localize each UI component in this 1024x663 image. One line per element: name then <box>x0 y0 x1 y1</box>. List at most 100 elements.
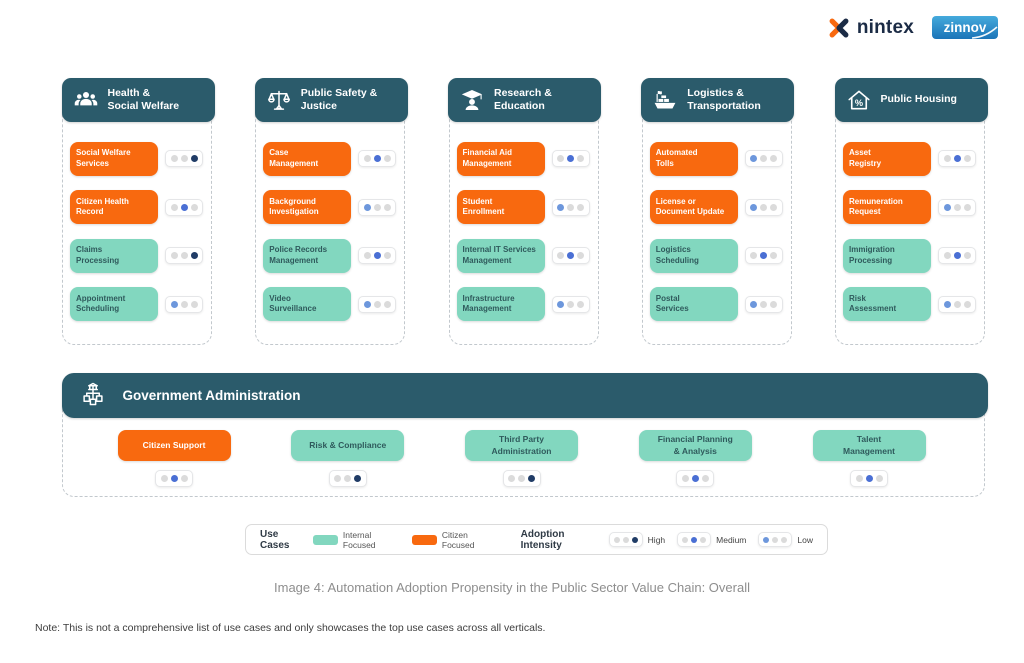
use-case-row: Student Enrollment <box>456 190 590 225</box>
intensity-dot <box>763 536 770 543</box>
use-case-card-financial-aid-management: Financial Aid Management <box>456 141 545 176</box>
legend-level-medium: Medium <box>677 532 746 547</box>
intensity-dot <box>363 300 371 308</box>
legend-adoption-intensity-label: Adoption Intensity <box>520 528 565 551</box>
use-case-row: Claims Processing <box>70 238 203 273</box>
use-case-card-student-enrollment: Student Enrollment <box>456 190 545 225</box>
intensity-dot <box>334 475 342 482</box>
adoption-intensity-dots <box>358 295 397 313</box>
use-case-card-police-records-management: Police Records Management <box>263 238 352 273</box>
adoption-intensity-dots <box>551 247 590 265</box>
government-use-case: Citizen Support <box>99 430 249 487</box>
column-header: %Public Housing <box>834 77 988 122</box>
intensity-dot <box>875 475 883 482</box>
intensity-dot <box>160 475 168 482</box>
intensity-dot <box>557 252 564 260</box>
intensity-dot <box>760 203 768 211</box>
legend-level-label: Medium <box>716 534 747 545</box>
use-case-row: Video Surveillance <box>263 287 397 322</box>
intensity-dot <box>190 155 198 163</box>
scales-icon <box>266 87 292 113</box>
adoption-intensity-dots <box>608 532 643 547</box>
intensity-dot <box>508 475 515 482</box>
government-use-case: Risk & Compliance <box>273 430 423 487</box>
use-case-card-appointment-scheduling: Appointment Scheduling <box>70 287 158 322</box>
adoption-intensity-dots <box>676 470 715 487</box>
use-case-card-background-investigation: Background Investigation <box>263 190 352 225</box>
intensity-dot <box>567 155 574 163</box>
intensity-dot <box>943 252 951 260</box>
intensity-dot <box>770 203 778 211</box>
use-case-row: Internal IT Services Management <box>456 238 590 273</box>
intensity-dot <box>953 252 961 260</box>
intensity-dot <box>180 252 188 260</box>
legend-use-cases-label: Use Cases <box>260 528 290 551</box>
use-case-row: Postal Services <box>649 287 783 322</box>
use-case-row: Background Investigation <box>263 190 397 225</box>
adoption-intensity-dots <box>328 470 367 487</box>
intensity-dot <box>943 300 951 308</box>
legend: Use Cases Internal Focused Citizen Focus… <box>245 524 828 555</box>
intensity-dot <box>170 300 178 308</box>
intensity-dot <box>577 203 584 211</box>
adoption-intensity-dots <box>551 198 590 216</box>
use-case-row: Case Management <box>263 141 397 176</box>
use-case-card-citizen-health-record: Citizen Health Record <box>70 190 158 225</box>
intensity-dot <box>760 155 768 163</box>
use-case-card-internal-it-services-management: Internal IT Services Management <box>456 238 545 273</box>
use-case-card-third-party-administration: Third Party Administration <box>465 430 578 461</box>
adoption-intensity-dots <box>155 470 193 487</box>
intensity-dot <box>528 475 535 482</box>
legend-level-label: Low <box>797 534 813 545</box>
citizen-focused-label: Citizen Focused <box>441 529 475 550</box>
intensity-dot <box>770 155 778 163</box>
intensity-dot <box>354 475 362 482</box>
intensity-dot <box>383 300 391 308</box>
intensity-dot <box>577 252 584 260</box>
house-percent-icon: % <box>846 87 872 113</box>
zinnov-logo-text: zinnov <box>943 20 987 35</box>
government-use-case: Financial Planning & Analysis <box>620 430 770 487</box>
intensity-dot <box>170 155 178 163</box>
adoption-intensity-dots <box>938 247 976 265</box>
figure-caption: Image 4: Automation Adoption Propensity … <box>274 580 750 595</box>
adoption-intensity-dots <box>551 295 590 313</box>
intensity-dot <box>170 203 178 211</box>
adoption-intensity-dots <box>850 470 888 487</box>
intensity-dot <box>963 300 971 308</box>
use-case-row: Citizen Health Record <box>70 190 203 225</box>
intensity-dot <box>363 203 371 211</box>
intensity-dot <box>190 252 198 260</box>
intensity-dot <box>760 300 768 308</box>
logo-bar: nintex zinnov <box>828 16 998 39</box>
use-case-row: Risk Assessment <box>843 287 976 322</box>
use-case-row: License or Document Update <box>649 190 783 225</box>
adoption-intensity-dots <box>938 198 976 216</box>
use-case-card-automated-tolls: Automated Tolls <box>649 141 738 176</box>
intensity-dot <box>750 300 758 308</box>
column-title: Health & Social Welfare <box>107 86 180 112</box>
government-admin-title: Government Administration <box>122 387 301 403</box>
use-case-card-postal-services: Postal Services <box>649 287 738 322</box>
intensity-dot <box>953 203 961 211</box>
intensity-dot <box>180 155 188 163</box>
adoption-intensity-dots <box>358 150 397 168</box>
intensity-dot <box>681 475 689 482</box>
graduate-icon <box>459 87 485 113</box>
intensity-dot <box>963 155 971 163</box>
intensity-dot <box>770 300 778 308</box>
government-admin-section: Government Administration Citizen Suppor… <box>61 372 988 497</box>
use-case-card-financial-planning-analysis: Financial Planning & Analysis <box>638 430 752 461</box>
use-case-card-logistics-scheduling: Logistics Scheduling <box>649 238 738 273</box>
svg-text:%: % <box>854 98 862 108</box>
intensity-dot <box>953 155 961 163</box>
adoption-intensity-dots <box>744 247 783 265</box>
column-header: Research & Education <box>448 77 601 122</box>
government-use-case: Talent Management <box>794 430 944 487</box>
